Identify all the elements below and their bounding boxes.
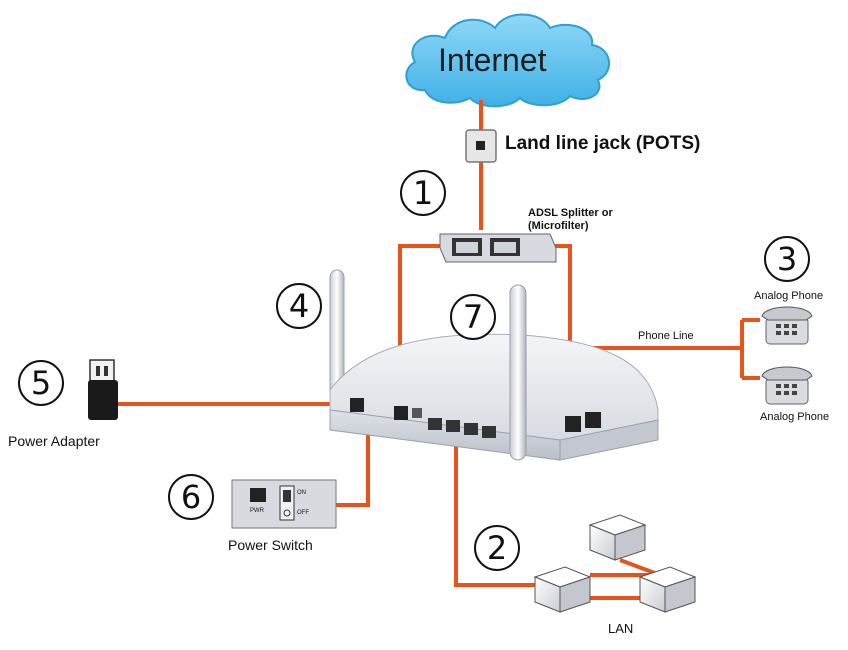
- switch-pwr-label: PWR: [250, 508, 264, 514]
- cable-router-to-lan: [454, 440, 540, 587]
- power-switch-icon: [231, 479, 337, 529]
- cable-switch-to-router: [336, 418, 370, 507]
- callout-7-router: 7: [450, 294, 496, 340]
- internet-label: Internet: [438, 42, 547, 78]
- power-switch-label: Power Switch: [228, 537, 313, 553]
- power-adapter-icon: [88, 359, 118, 420]
- callout-1-splitter: 1: [400, 170, 446, 216]
- callout-6-switch: 6: [168, 474, 214, 520]
- router-icon: [329, 269, 659, 461]
- switch-on-label: ON: [297, 490, 306, 496]
- land-line-jack-label: Land line jack (POTS): [505, 133, 701, 154]
- lan-computer-right-icon: [638, 566, 697, 613]
- analog-phone-bottom-label: Analog Phone: [760, 411, 830, 423]
- switch-off-label: OFF: [297, 510, 309, 516]
- analog-phone-bottom-icon: [761, 366, 813, 405]
- internet-cloud: [405, 13, 610, 108]
- callout-3-phone: 3: [764, 236, 810, 282]
- analog-phone-top-icon: [761, 306, 813, 345]
- power-adapter-label: Power Adapter: [8, 433, 100, 449]
- lan-computer-left-icon: [533, 566, 592, 613]
- adsl-splitter-icon: [439, 233, 557, 263]
- phone-line-label: Phone Line: [638, 330, 694, 342]
- analog-phone-top-label: Analog Phone: [754, 290, 824, 302]
- wall-jack-icon: [465, 129, 497, 163]
- callout-2-lan: 2: [474, 525, 520, 571]
- lan-computer-top-icon: [588, 514, 647, 561]
- splitter-label-line2: (Microfilter): [528, 220, 589, 232]
- callout-4-antenna: 4: [276, 283, 322, 329]
- callout-5-adapter: 5: [18, 360, 64, 406]
- lan-label: LAN: [608, 621, 634, 636]
- splitter-label-line1: ADSL Splitter or: [528, 207, 613, 219]
